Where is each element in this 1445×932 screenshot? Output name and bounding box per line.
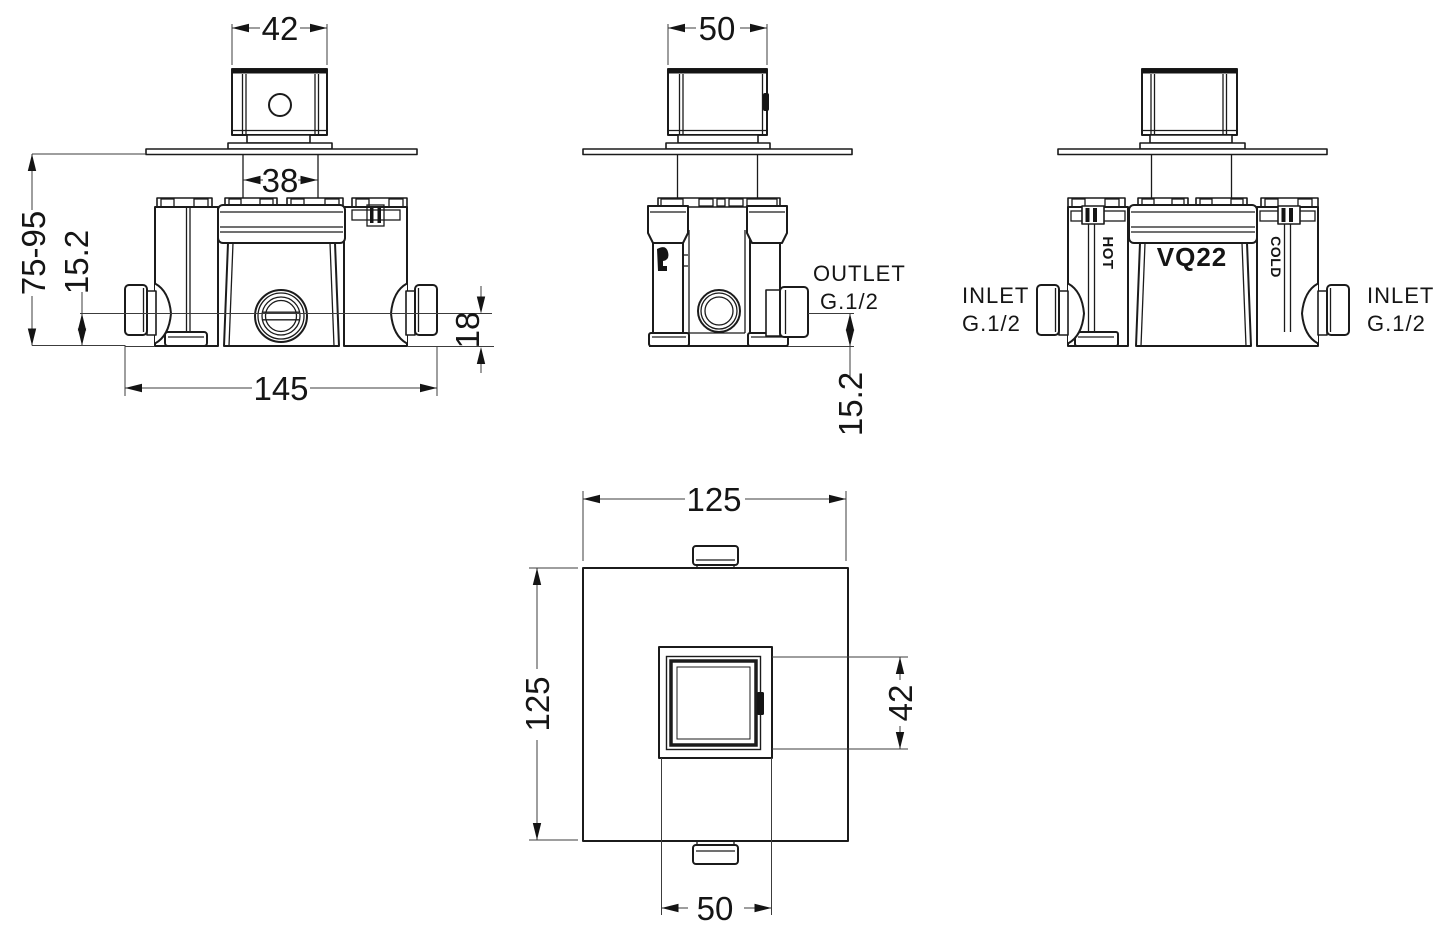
dim-handle-depth: 50 [699,10,736,47]
plan-view: 125 125 42 50 [519,481,919,927]
outlet-label: OUTLET [813,261,906,286]
front-handle [145,68,418,156]
cold-label: COLD [1268,236,1284,278]
dim-centerline-offset: 15.2 [58,230,95,294]
plan-dimensions: 125 125 42 50 [519,481,919,927]
outlet-thread-label: G.1/2 [820,289,879,314]
rear-labels: HOT COLD VQ22 INLET G.1/2 INLET G.1/2 [962,236,1434,336]
dim-handle-width: 42 [262,10,299,47]
rear-view: HOT COLD VQ22 INLET G.1/2 INLET G.1/2 [962,68,1434,347]
inlet-right-label: INLET [1367,283,1434,308]
side-valve-body [647,197,809,347]
plan-body [582,545,849,865]
inlet-left-label: INLET [962,283,1029,308]
dim-depth-range: 75-95 [15,211,52,295]
rear-valve-body [1036,197,1350,347]
dim-handle-base: 50 [697,890,734,927]
dim-outlet-offset: 15.2 [832,372,869,436]
front-dimensions: 42 38 75-95 15.2 [15,10,494,407]
side-handle [582,68,853,156]
side-view: 50 OUTLET G.1/2 15.2 [582,10,906,436]
front-wall-plate [145,148,418,156]
inlet-right-thread-label: G.1/2 [1367,311,1426,336]
side-wall-plate [582,148,853,156]
dim-body-width: 145 [253,370,308,407]
hot-label: HOT [1099,236,1116,269]
front-valve-body [124,197,438,347]
dim-handle-top: 42 [882,685,919,722]
dim-stem-width: 38 [262,162,299,199]
side-dimensions: 50 OUTLET G.1/2 15.2 [667,10,906,436]
retaining-clip [657,247,669,271]
dim-plate-width: 125 [686,481,741,518]
dim-port-offset: 18 [449,312,486,349]
dim-plate-height: 125 [519,676,556,731]
inlet-left-thread-label: G.1/2 [962,311,1021,336]
rear-wall-plate [1057,148,1328,156]
model-code: VQ22 [1157,242,1228,272]
handle-side-button-plan [757,692,764,715]
rear-handle [1057,68,1328,156]
front-view: 42 38 75-95 15.2 [15,10,494,407]
handle-side-button [763,93,769,111]
